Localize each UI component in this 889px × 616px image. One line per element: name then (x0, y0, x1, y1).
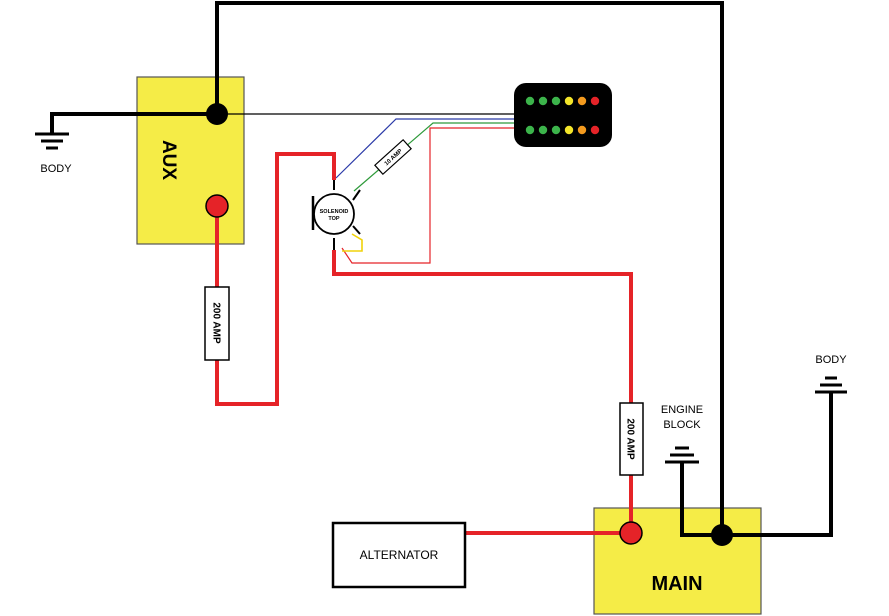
aux-positive-terminal (205, 194, 229, 218)
led-yellow-icon (564, 125, 574, 135)
body-ground-right-icon (815, 376, 847, 394)
solenoid-label-line1: SOLENOID (320, 209, 349, 215)
aux-battery-label: AUX (158, 140, 179, 180)
main-body-ground-cable (722, 392, 833, 537)
solenoid: SOLENOID TOP (311, 180, 361, 250)
body-ground-left-label: BODY (40, 163, 72, 175)
engine-block-ground-cable (680, 462, 722, 537)
led-green-icon (538, 125, 548, 135)
inline-fuse: 10 AMP (374, 138, 412, 176)
main-positive-cable (332, 250, 633, 533)
green-signal-wire (353, 122, 520, 192)
aux-negative-terminal (206, 103, 228, 125)
alternator-label: ALTERNATOR (360, 548, 439, 562)
engine-block-label-line2: BLOCK (663, 419, 701, 431)
led-green-icon (525, 125, 535, 135)
yellow-signal-wire (342, 233, 363, 252)
aux-fuse: 200 AMP (204, 286, 230, 361)
blue-signal-wire (335, 118, 520, 179)
body-ground-right-label: BODY (815, 354, 847, 366)
led-green-icon (551, 125, 561, 135)
aux-fuse-label: 200 AMP (211, 302, 222, 344)
led-yellow-icon (564, 96, 574, 106)
main-negative-terminal (711, 524, 733, 546)
body-ground-left-icon (35, 132, 69, 150)
aux-battery (136, 76, 245, 245)
led-green-icon (538, 96, 548, 106)
red-signal-wire (341, 127, 520, 264)
main-battery-label: MAIN (651, 573, 702, 595)
led-green-icon (525, 96, 535, 106)
engine-block-label-line1: ENGINE (661, 404, 703, 416)
aux-positive-cable (215, 152, 336, 406)
led-green-icon (551, 96, 561, 106)
main-positive-terminal (619, 521, 643, 545)
solenoid-label-line2: TOP (328, 216, 340, 222)
led-orange-icon (577, 96, 587, 106)
engine-block-ground-icon (665, 446, 699, 464)
main-battery (593, 507, 762, 615)
main-fuse: 200 AMP (619, 402, 644, 476)
led-orange-icon (577, 125, 587, 135)
alternator: ALTERNATOR (331, 521, 467, 589)
aux-to-main-ground-cable (215, 1, 724, 535)
aux-body-ground-cable (50, 112, 217, 133)
led-red-icon (590, 125, 600, 135)
led-red-icon (590, 96, 600, 106)
main-fuse-label: 200 AMP (625, 418, 636, 460)
battery-monitor-indicator (514, 83, 612, 147)
